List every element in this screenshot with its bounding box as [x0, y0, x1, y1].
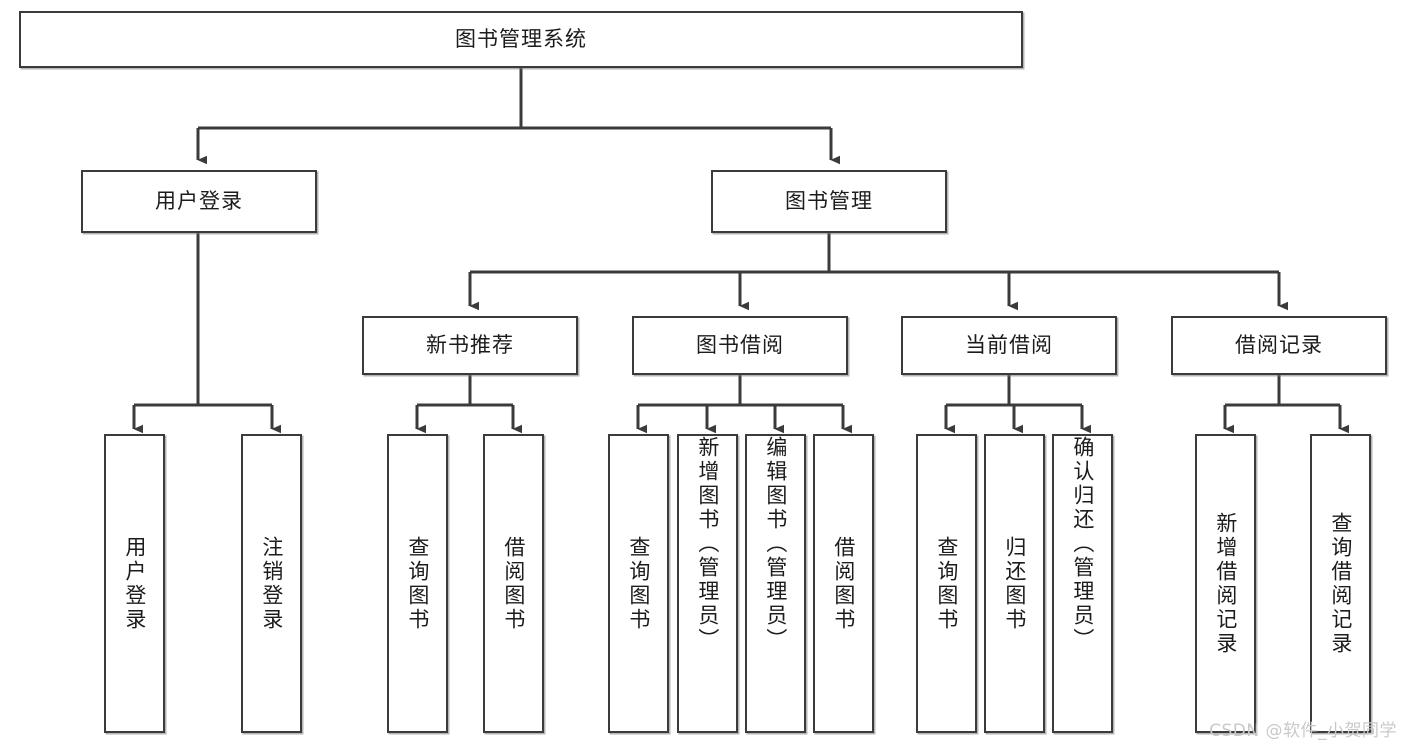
node-label: 确认归还（管理员） — [1070, 436, 1095, 652]
node-label: 新增借阅记录 — [1213, 511, 1238, 656]
node-leaf-add-book[interactable]: 新增图书（管理员） — [677, 434, 738, 733]
node-borrow-record[interactable]: 借阅记录 — [1171, 316, 1387, 375]
node-label: 新增图书（管理员） — [695, 436, 720, 652]
node-leaf-query-book-1[interactable]: 查询图书 — [387, 434, 448, 733]
node-leaf-query-record[interactable]: 查询借阅记录 — [1310, 434, 1371, 733]
node-leaf-query-book-3[interactable]: 查询图书 — [916, 434, 977, 733]
node-leaf-edit-book[interactable]: 编辑图书（管理员） — [745, 434, 806, 733]
node-root-system[interactable]: 图书管理系统 — [19, 11, 1023, 68]
node-label: 借阅图书 — [831, 535, 856, 632]
node-user-login[interactable]: 用户登录 — [81, 170, 317, 233]
node-leaf-add-record[interactable]: 新增借阅记录 — [1195, 434, 1256, 733]
node-leaf-return-book[interactable]: 归还图书 — [984, 434, 1045, 733]
node-label: 当前借阅 — [965, 333, 1053, 358]
node-book-manage[interactable]: 图书管理 — [711, 170, 947, 233]
node-label: 查询图书 — [934, 535, 959, 632]
node-label: 新书推荐 — [426, 333, 514, 358]
node-label: 用户登录 — [122, 535, 147, 632]
node-label: 查询图书 — [626, 535, 651, 632]
node-label: 注销登录 — [259, 535, 284, 632]
node-leaf-borrow-book-1[interactable]: 借阅图书 — [483, 434, 544, 733]
node-leaf-user-login[interactable]: 用户登录 — [104, 434, 165, 733]
node-leaf-user-logout[interactable]: 注销登录 — [241, 434, 302, 733]
node-label: 用户登录 — [155, 189, 243, 214]
node-label: 查询图书 — [405, 535, 430, 632]
node-label: 查询借阅记录 — [1328, 511, 1353, 656]
node-label: 图书借阅 — [696, 333, 784, 358]
node-leaf-borrow-book-2[interactable]: 借阅图书 — [813, 434, 874, 733]
node-label: 图书管理 — [785, 189, 873, 214]
node-label: 编辑图书（管理员） — [763, 436, 788, 652]
node-leaf-query-book-2[interactable]: 查询图书 — [608, 434, 669, 733]
node-book-borrow[interactable]: 图书借阅 — [632, 316, 848, 375]
node-label: 归还图书 — [1002, 535, 1027, 632]
node-label: 借阅记录 — [1235, 333, 1323, 358]
node-current-borrow[interactable]: 当前借阅 — [901, 316, 1117, 375]
node-label: 图书管理系统 — [455, 27, 587, 52]
csdn-watermark: CSDN @软件_小贺同学 — [1209, 721, 1397, 741]
node-new-book-recommend[interactable]: 新书推荐 — [362, 316, 578, 375]
node-leaf-confirm-return[interactable]: 确认归还（管理员） — [1052, 434, 1113, 733]
node-label: 借阅图书 — [501, 535, 526, 632]
